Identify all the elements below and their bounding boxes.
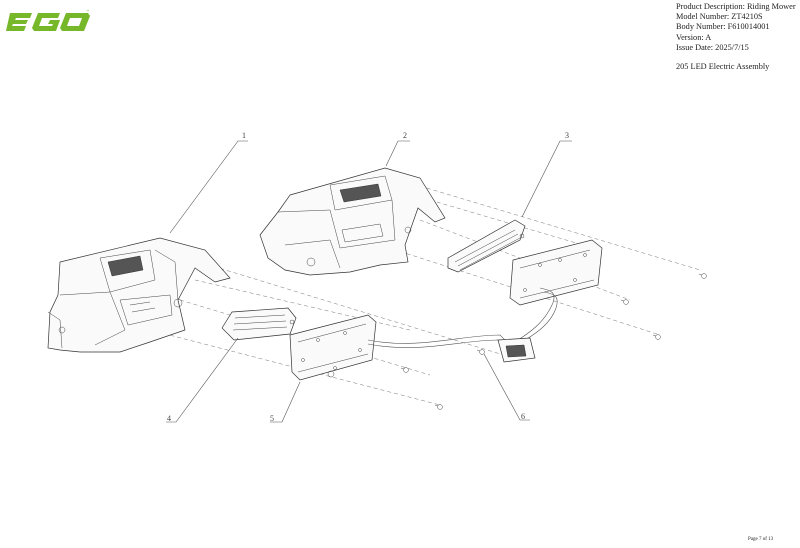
screw [652,334,661,340]
callout-2: 2 [403,131,407,140]
body-number: Body Number: F610014001 [676,22,770,32]
callout-4: 4 [167,414,171,423]
page-number: Page 7 of 13 [748,537,774,542]
screw [434,404,443,410]
version: Version: A [676,32,712,42]
issue-date: Issue Date: 2025/7/15 [676,42,749,52]
callout-5: 5 [270,414,274,423]
part-5-left-pcb-bracket [289,314,377,381]
screw [698,273,707,279]
document-info: Product Description: Riding Mower Model … [676,2,796,53]
product-description: Product Description: Riding Mower [676,2,796,11]
part-2-right-housing [259,167,446,276]
screw [476,349,485,355]
part-1-left-housing [47,237,231,353]
part-4-left-led-strip [221,307,297,341]
ego-logo: ™ [6,10,90,31]
trademark-symbol: ™ [86,10,90,14]
model-number: Model Number: ZT4210S [676,12,763,22]
leader-lines [166,140,572,423]
part-3-right-led-strip [447,219,526,273]
callout-6: 6 [521,412,525,421]
screw [400,367,409,373]
assembly-title: 205 LED Electric Assembly [676,62,770,71]
part-6-wire-harness [367,287,558,363]
screw [620,299,629,305]
screws [400,273,707,410]
ego-logo-mark [6,13,90,31]
callout-1: 1 [242,131,246,140]
right-pcb-bracket [509,239,603,306]
callout-3: 3 [565,131,569,140]
